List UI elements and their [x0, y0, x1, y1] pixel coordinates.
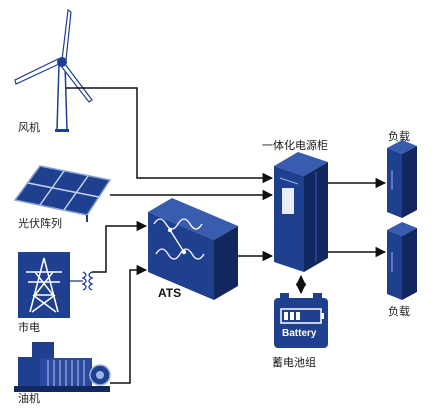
power-cabinet-icon — [274, 152, 328, 272]
ats-label: ATS — [158, 286, 182, 300]
diesel-label: 油机 — [18, 392, 40, 405]
wind-turbine-icon — [14, 8, 93, 132]
solar-panel-icon — [13, 165, 112, 222]
load-rack-bottom-icon — [387, 222, 417, 300]
load-bottom-label: 负载 — [388, 305, 410, 318]
grid-to-ats-line — [92, 220, 148, 273]
diesel-to-ats-line — [110, 264, 148, 384]
ats-switch-box — [148, 198, 238, 300]
grid-pylon-icon — [18, 252, 70, 318]
solar-label: 光伏阵列 — [18, 217, 62, 230]
battery-text: Battery — [282, 328, 317, 339]
diesel-generator-icon — [14, 342, 111, 392]
grid-label: 市电 — [18, 321, 40, 334]
cabinet-label: 一体化电源柜 — [262, 139, 328, 152]
load-rack-top-icon — [387, 140, 417, 218]
battery-label: 蓄电池组 — [272, 356, 316, 369]
transformer-icon — [70, 271, 94, 291]
load-top-label: 负载 — [388, 130, 410, 143]
connection-lines — [66, 87, 387, 384]
battery-icon — [274, 293, 328, 348]
wind-label: 风机 — [18, 121, 40, 134]
wind-to-cabinet-line — [66, 87, 274, 184]
